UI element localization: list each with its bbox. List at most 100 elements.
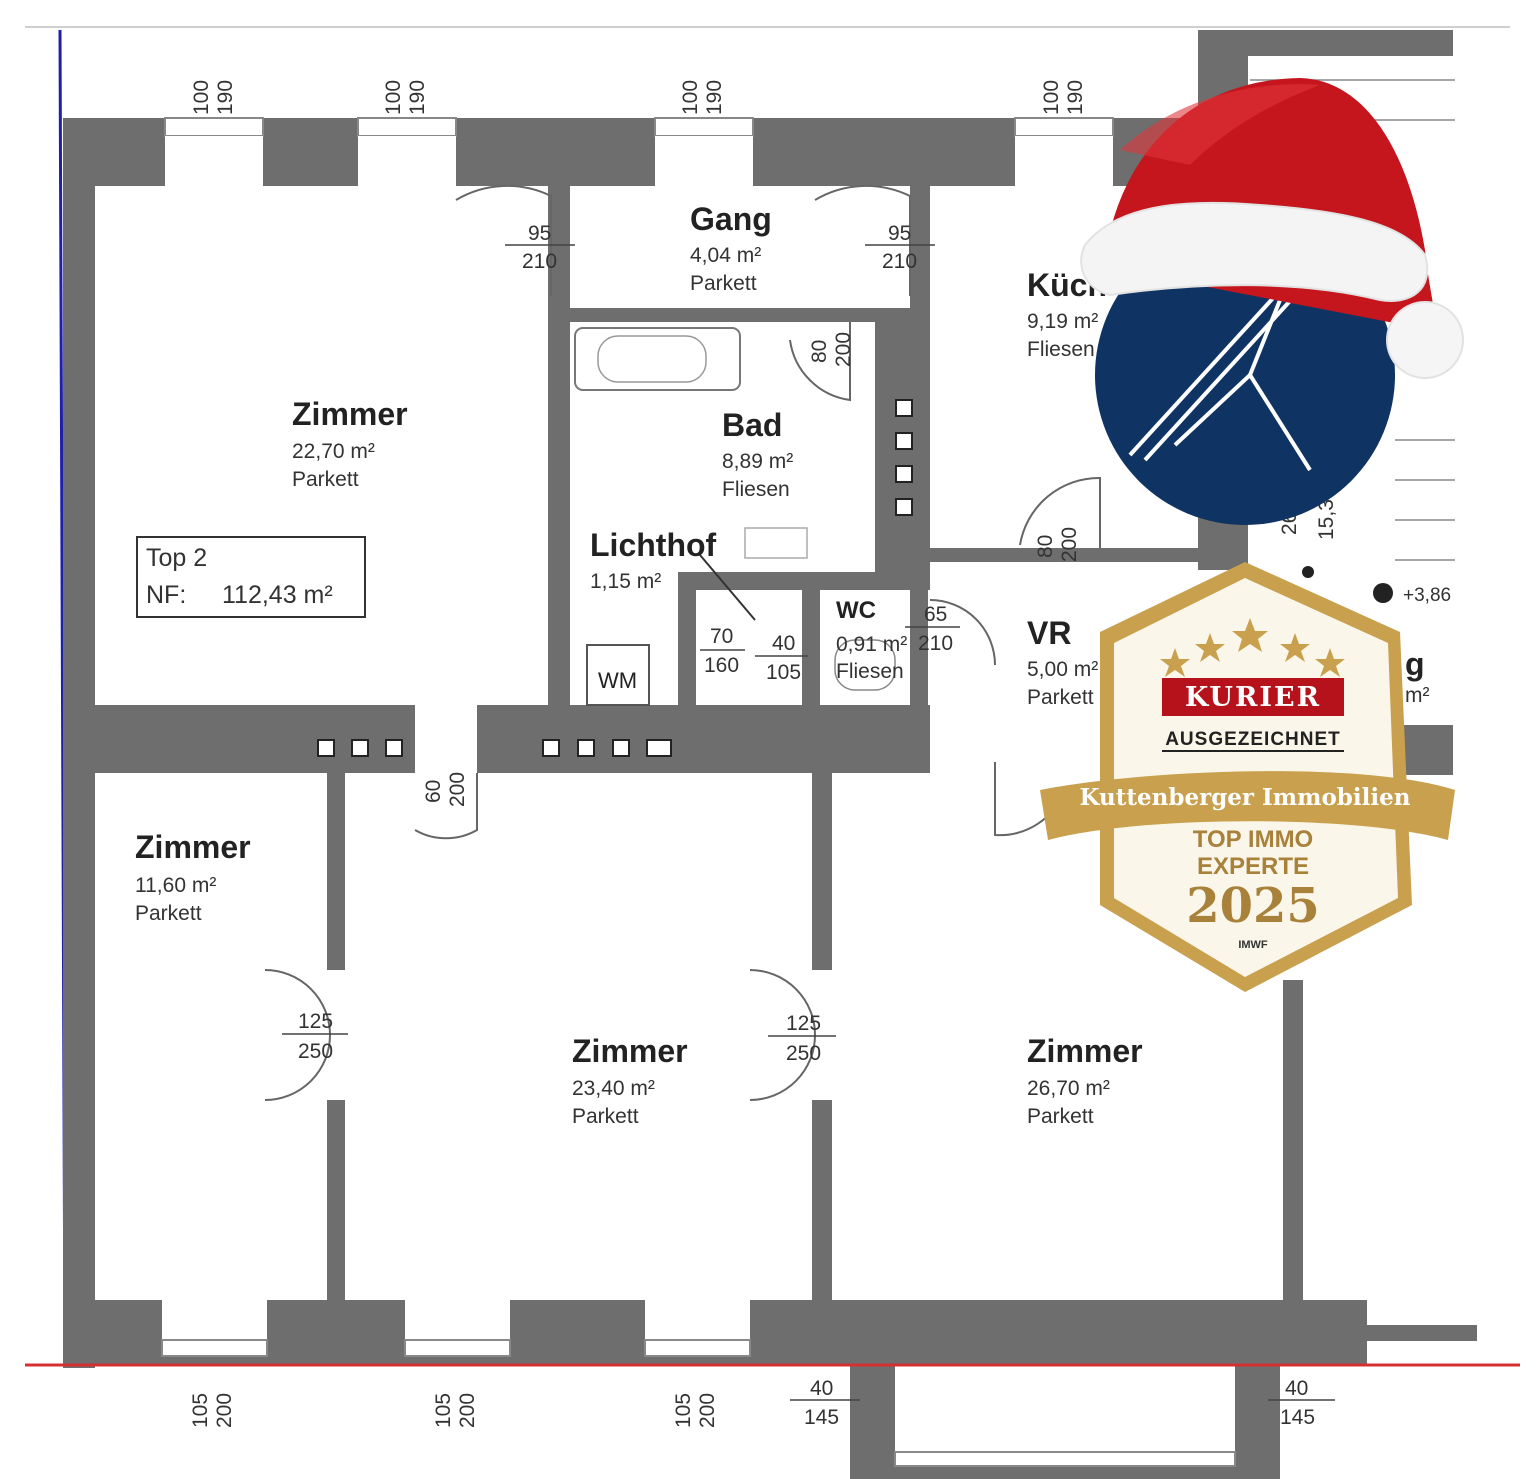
wm-label: WM (598, 668, 637, 693)
room-name-fragment: g (1405, 646, 1425, 682)
santa-hat-icon (1080, 78, 1464, 379)
window (1014, 117, 1114, 137)
dim-label: 125 (786, 1012, 821, 1035)
window (357, 117, 457, 137)
room-zimmer-w: Zimmer 11,60 m² Parkett (135, 829, 251, 925)
room-name: Lichthof (590, 527, 717, 563)
window (164, 117, 264, 137)
room-floor: Parkett (572, 1105, 639, 1128)
dim-label: 105 (766, 661, 801, 684)
room-lichthof: Lichthof 1,15 m² (590, 527, 717, 593)
room-floor: Parkett (690, 272, 757, 295)
badge-org: IMWF (1238, 939, 1268, 951)
dim-label: 105 (189, 1393, 212, 1428)
openings (265, 705, 832, 1100)
room-zimmer-e: Zimmer 26,70 m² Parkett (1027, 1033, 1143, 1128)
dim-label: 250 (298, 1040, 333, 1063)
room-area: 26,70 m² (1027, 1077, 1110, 1100)
dim-label: 40 (810, 1377, 833, 1400)
dim-label: 210 (882, 250, 917, 273)
room-name: Zimmer (572, 1033, 688, 1069)
badge-brand: KURIER (1185, 682, 1321, 713)
room-area: 1,15 m² (590, 570, 661, 593)
room-bad: Bad 8,89 m² Fliesen (722, 407, 793, 501)
sink (744, 527, 808, 559)
dim-label: 200 (832, 332, 855, 367)
room-floor: Parkett (1027, 686, 1094, 709)
dim-label: 190 (406, 80, 429, 115)
dim-label: 40 (1285, 1377, 1308, 1400)
room-area-fragment: m² (1405, 684, 1430, 707)
dim-label: 160 (704, 654, 739, 677)
dim-label: 200 (696, 1393, 719, 1428)
dim-label: 125 (298, 1010, 333, 1033)
dim-label: 100 (382, 80, 405, 115)
room-area: 22,70 m² (292, 440, 375, 463)
bay-window (894, 1451, 1236, 1467)
dim-label: 100 (679, 80, 702, 115)
dim-label: 100 (190, 80, 213, 115)
kurier-banner (1162, 678, 1344, 716)
room-floor: Fliesen (722, 478, 790, 501)
room-name: Bad (722, 407, 782, 443)
window (404, 1339, 511, 1357)
window (654, 117, 754, 137)
badge-ribbon-text: Kuttenberger Immobilien (1080, 784, 1411, 811)
company-logo (1080, 78, 1464, 525)
dim-label: 105 (432, 1393, 455, 1428)
windows-top (164, 117, 1114, 186)
room-area: 5,00 m² (1027, 658, 1098, 681)
room-floor: Fliesen (836, 660, 904, 683)
dim-label: 190 (703, 80, 726, 115)
dim-label: 145 (1280, 1406, 1315, 1429)
room-area: 4,04 m² (690, 244, 761, 267)
room-floor: Parkett (1027, 1105, 1094, 1128)
room-area: 23,40 m² (572, 1077, 655, 1100)
room-name: VR (1027, 615, 1071, 651)
room-name: WC (836, 597, 876, 624)
room-area: 11,60 m² (135, 874, 216, 897)
room-name: Zimmer (292, 396, 408, 432)
dim-label: 60 (422, 780, 445, 803)
top-unit-box: Top 2 NF: 112,43 m² (136, 536, 366, 618)
room-zimmer-c: Zimmer 23,40 m² Parkett (572, 1033, 688, 1128)
toilet (834, 639, 896, 691)
room-gang: Gang 4,04 m² Parkett (690, 201, 772, 295)
dim-label: 200 (456, 1393, 479, 1428)
level-label: +3,86 (1403, 585, 1451, 606)
unit-label: Top 2 (146, 544, 207, 572)
dim-label: 70 (710, 625, 733, 648)
badge-subtitle: AUSGEZEICHNET (1165, 729, 1341, 750)
dim-label: 210 (522, 250, 557, 273)
nf-label: NF: (146, 581, 186, 609)
dim-label: 210 (918, 632, 953, 655)
room-area: 8,89 m² (722, 450, 793, 473)
room-zimmer-nw: Zimmer 22,70 m² Parkett (292, 396, 408, 491)
star-rating-icon (1160, 618, 1345, 677)
dim-label: 200 (1058, 527, 1081, 562)
dim-label: 145 (804, 1406, 839, 1429)
room-vr: VR 5,00 m² Parkett (1027, 615, 1098, 709)
dim-label: 200 (446, 772, 469, 807)
room-wc: WC 0,91 m² Fliesen (836, 597, 907, 683)
nf-value: 112,43 m² (222, 581, 333, 609)
award-badge: KURIER AUSGEZEICHNET Kuttenberger Immobi… (1040, 562, 1455, 992)
dim-label: 65 (924, 603, 947, 626)
badge-line2: EXPERTE (1197, 853, 1309, 880)
level-marker-icon (1373, 583, 1393, 603)
room-name: Zimmer (135, 829, 251, 865)
room-area: 9,19 m² (1027, 310, 1098, 333)
badge-ribbon (1040, 771, 1455, 840)
windows-bottom (161, 1300, 1236, 1467)
k-monogram-icon (1128, 279, 1312, 472)
fixtures (317, 79, 1455, 757)
dim-label: 80 (1034, 535, 1057, 558)
window (161, 1339, 268, 1357)
door-swings (264, 184, 1101, 1101)
dim-label: 190 (1064, 80, 1087, 115)
room-floor: Fliesen (1027, 338, 1095, 361)
dim-label: 200 (213, 1393, 236, 1428)
dim-label: 100 (1040, 80, 1063, 115)
